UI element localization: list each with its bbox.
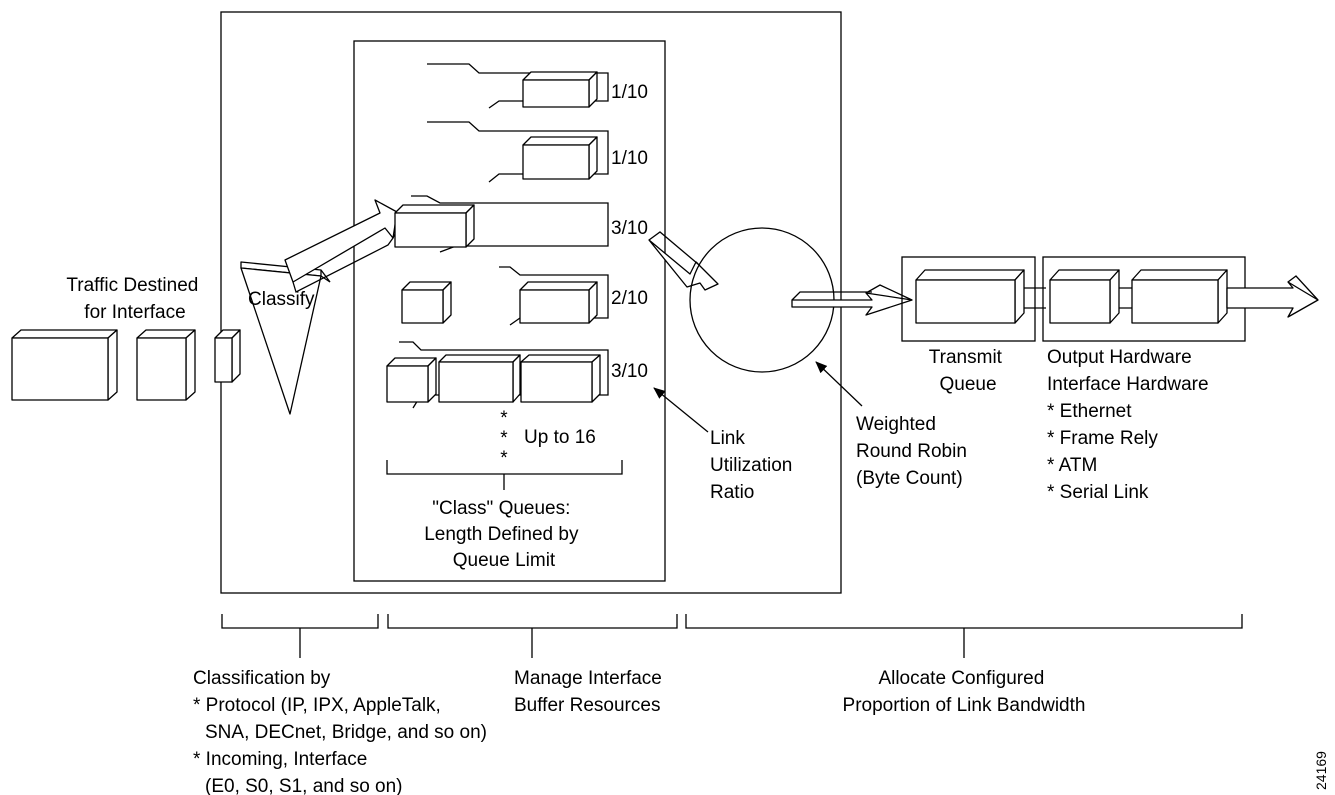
queue-1-ratio: 1/10 (611, 82, 648, 103)
queue-1 (427, 64, 608, 108)
queue-5 (387, 342, 608, 408)
link-ratio-label: Link Utilization Ratio (710, 428, 798, 503)
output-hardware-packet-small (1050, 270, 1119, 323)
allocate-bracket (686, 614, 1242, 658)
class-queues-label: "Class" Queues: Length Defined by Queue … (424, 498, 584, 571)
output-arrow (1227, 276, 1318, 317)
output-hardware-label: Output Hardware Interface Hardware * Eth… (1047, 347, 1214, 503)
queue-to-scheduler-arrow (649, 232, 718, 290)
allocate-label: Allocate Configured Proportion of Link B… (843, 668, 1086, 716)
classify-label: Classify (248, 289, 315, 310)
more-queues-label: Up to 16 (524, 427, 596, 448)
queue-4 (499, 267, 608, 325)
queue-5-ratio: 3/10 (611, 361, 648, 382)
incoming-packet-large (12, 330, 117, 400)
transmit-queue-packet (916, 270, 1024, 323)
figure-number: 24169 (1313, 751, 1329, 790)
queue-2-ratio: 1/10 (611, 148, 648, 169)
incoming-packet-medium (137, 330, 195, 400)
classification-label: Classification by * Protocol (IP, IPX, A… (193, 668, 492, 795)
wrr-pointer (816, 362, 862, 406)
output-hardware-packet-large (1132, 270, 1227, 323)
traffic-label: Traffic Destined for Interface (66, 275, 203, 323)
queue-3-ratio: 3/10 (611, 218, 648, 239)
more-queues-dots: * (500, 448, 508, 469)
more-queues-dots: * (500, 408, 508, 429)
incoming-packet-small (215, 330, 240, 382)
link-ratio-pointer (654, 388, 708, 432)
wrr-label: Weighted Round Robin (Byte Count) (856, 414, 972, 489)
queue-3 (395, 196, 608, 252)
manage-label: Manage Interface Buffer Resources (514, 668, 667, 716)
scheduler-to-transmit-arrow (792, 285, 912, 315)
classifier-funnel (241, 262, 330, 414)
hardware-link (1119, 288, 1132, 308)
queue-4-ratio: 2/10 (611, 288, 648, 309)
more-queues-dots: * (500, 428, 508, 449)
manage-bracket (388, 614, 677, 658)
classification-bracket (222, 614, 378, 658)
transmit-queue-label: Transmit Queue (929, 347, 1007, 395)
queue-2 (427, 122, 608, 182)
packet-in-transit (402, 282, 451, 323)
